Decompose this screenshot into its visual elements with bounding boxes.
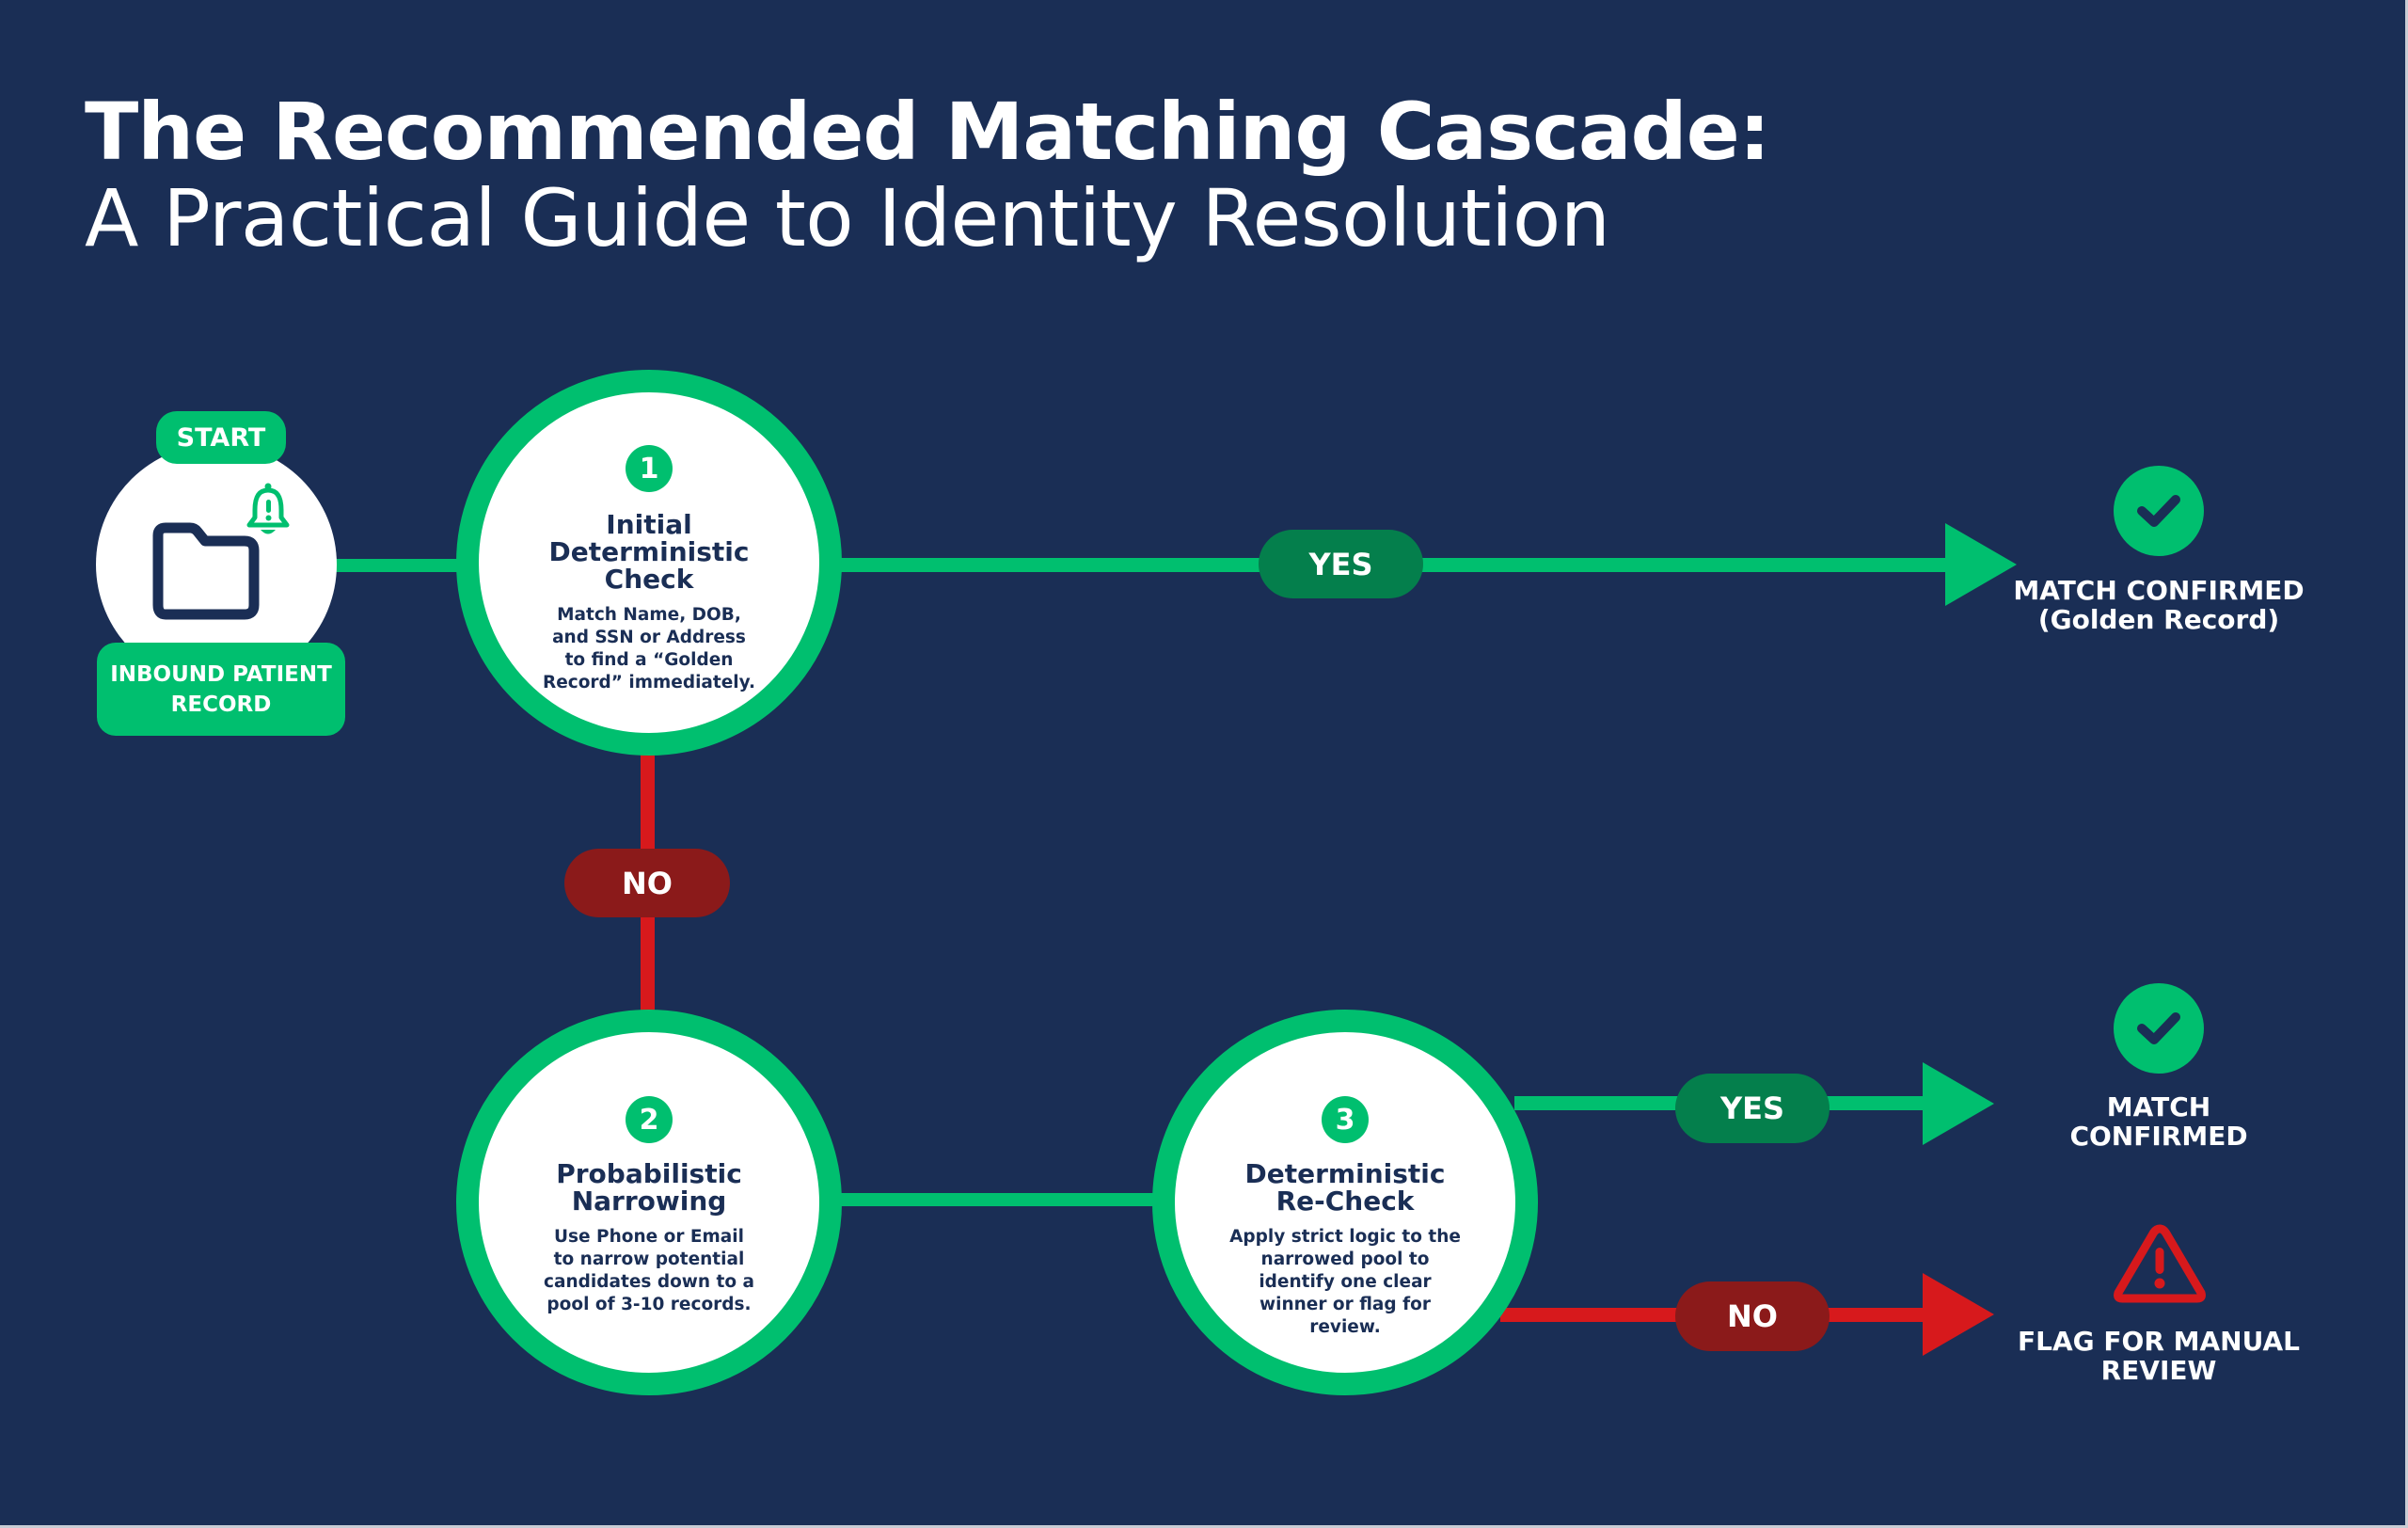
step-title: Deterministic Re-Check	[1244, 1158, 1446, 1217]
outcome-match-confirmed: MATCH CONFIRMED	[2069, 1091, 2248, 1152]
step-description: Use Phone or Email to narrow potential c…	[544, 1227, 754, 1314]
connector-step3-no-right	[1820, 1308, 1928, 1322]
decision-yes-step1: YES	[1259, 530, 1423, 598]
check-circle-icon	[2114, 983, 2204, 1074]
decision-yes-step3: YES	[1675, 1074, 1830, 1143]
connector-step2-to-step3	[837, 1193, 1162, 1206]
connector-step1-no-lower	[641, 908, 655, 1016]
step-title: Initial Deterministic Check	[548, 509, 750, 595]
page-subtitle: A Practical Guide to Identity Resolution	[85, 172, 1610, 264]
check-circle-icon	[2114, 466, 2204, 556]
connector-step3-yes-right	[1820, 1096, 1928, 1110]
connector-step3-yes-left	[1514, 1096, 1684, 1110]
page-title: The Recommended Matching Cascade:	[85, 86, 1770, 178]
checkmark-icon	[2137, 1012, 2180, 1044]
connector-step1-no-upper	[641, 748, 655, 856]
right-border	[2405, 0, 2408, 1528]
inbound-patient-record-label: INBOUND PATIENT RECORD	[97, 643, 345, 736]
step-1-initial-deterministic-check: 1 Initial Deterministic Check Match Name…	[456, 370, 842, 756]
step-number-badge: 3	[1322, 1096, 1369, 1143]
connector-start-to-step1	[329, 559, 461, 572]
step-2-probabilistic-narrowing: 2 Probabilistic Narrowing Use Phone or E…	[456, 1010, 842, 1395]
connector-step1-yes-right	[1411, 558, 1947, 572]
start-badge: START	[156, 411, 286, 464]
step-number-badge: 1	[626, 445, 673, 492]
connector-step3-no-left	[1500, 1308, 1684, 1322]
decision-no-step3: NO	[1675, 1281, 1830, 1351]
arrow-step3-to-match-confirmed	[1923, 1062, 1994, 1145]
warning-triangle-icon	[2114, 1224, 2206, 1303]
step-number-badge: 2	[626, 1096, 673, 1143]
arrow-step1-to-golden-record	[1945, 523, 2017, 606]
decision-no-step1: NO	[564, 849, 730, 917]
outcome-flag-manual-review: FLAG FOR MANUAL REVIEW	[2018, 1326, 2300, 1386]
folder-icon	[152, 522, 260, 620]
connector-step1-yes-left	[837, 558, 1270, 572]
outcome-match-confirmed-golden-record: MATCH CONFIRMED (Golden Record)	[2013, 575, 2305, 635]
step-title: Probabilistic Narrowing	[556, 1158, 742, 1217]
step-description: Apply strict logic to the narrowed pool …	[1229, 1227, 1461, 1337]
checkmark-icon	[2137, 495, 2180, 527]
step-description: Match Name, DOB, and SSN or Address to f…	[542, 605, 756, 692]
bell-alert-icon	[246, 483, 290, 534]
step-3-deterministic-recheck: 3 Deterministic Re-Check Apply strict lo…	[1152, 1010, 1538, 1395]
arrow-step3-to-manual-review	[1923, 1273, 1994, 1356]
bottom-border	[0, 1525, 2408, 1528]
